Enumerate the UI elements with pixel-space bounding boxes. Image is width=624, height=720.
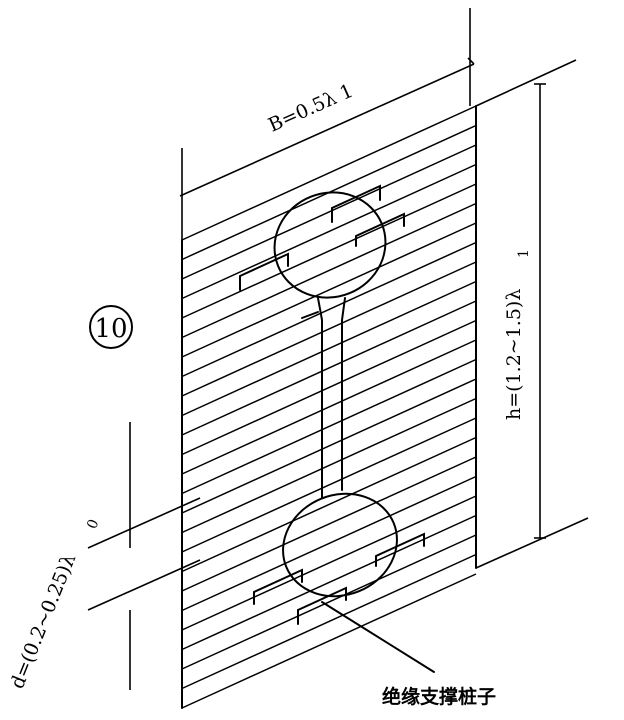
wire-line <box>181 495 477 631</box>
wire-line <box>181 514 477 651</box>
insulator-post <box>239 252 289 291</box>
wire-line <box>181 456 477 592</box>
wire-line <box>181 553 477 690</box>
insulator-leader-line <box>321 601 435 673</box>
wire-line <box>181 436 477 573</box>
wire-line <box>181 397 477 534</box>
wire-line <box>181 319 477 456</box>
svg-text:10: 10 <box>94 314 127 344</box>
height-label: h=(1.2~1.5)λ <box>503 289 525 420</box>
insulator-post <box>375 532 425 567</box>
insulator-post <box>355 212 405 247</box>
wire-line <box>181 222 477 358</box>
wire-line <box>181 280 477 417</box>
spacing-dimension: d=(0.2~0.25)λ 0 <box>6 422 201 692</box>
wire-line <box>181 534 477 670</box>
wire-line <box>181 202 477 339</box>
wire-line <box>181 105 477 241</box>
wire-line <box>181 475 477 612</box>
feed-element <box>273 191 398 598</box>
wire-line <box>181 573 477 709</box>
height-dimension: h=(1.2~1.5)λ 1 <box>475 59 589 569</box>
wire-grid <box>181 105 477 709</box>
wire-line <box>181 163 477 300</box>
wire-line <box>181 378 477 514</box>
height-subscript: 1 <box>516 249 532 258</box>
slot-right-edge <box>341 297 346 491</box>
wire-line <box>181 358 477 495</box>
insulator-post <box>253 568 303 605</box>
wire-line <box>181 300 477 436</box>
wire-line <box>181 241 477 378</box>
width-label: B=0.5λ 1 <box>265 80 356 137</box>
insulator-post <box>331 184 381 223</box>
spacing-label: d=(0.2~0.25)λ <box>6 551 80 692</box>
wire-line <box>181 144 477 280</box>
wire-line <box>181 339 477 475</box>
slot-left-edge <box>317 297 323 499</box>
insulator-label: 绝缘支撑桩子 <box>382 685 496 708</box>
spacing-subscript: 0 <box>84 517 102 531</box>
wire-line <box>181 417 477 553</box>
figure-marker: 10 <box>89 305 133 349</box>
insulator-post <box>297 586 347 625</box>
wire-line <box>181 183 477 319</box>
wire-line <box>181 261 477 397</box>
insulator-posts <box>239 184 425 625</box>
